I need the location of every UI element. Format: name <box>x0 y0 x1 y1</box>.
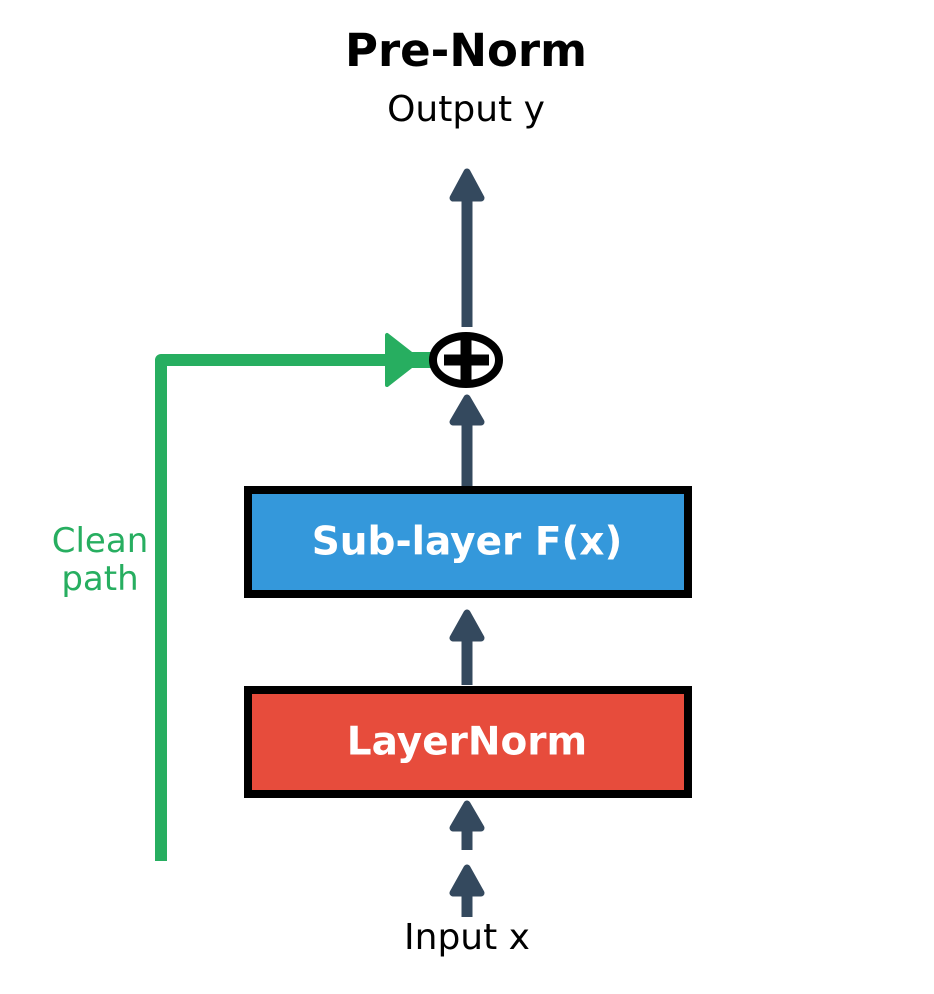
input-label: Input x <box>404 917 530 958</box>
clean-path <box>155 333 435 861</box>
layernorm-label: LayerNorm <box>347 720 587 765</box>
arrow-sublayer-to-add <box>449 394 485 486</box>
clean-path-arrowhead <box>385 333 421 387</box>
clean-path-label-line2: path <box>61 559 138 599</box>
clean-path-label-line1: Clean <box>52 521 149 561</box>
clean-path-label: Clean path <box>52 521 149 599</box>
arrow-layernorm-to-sublayer <box>449 609 485 685</box>
layernorm-rect <box>244 686 692 798</box>
output-label: Output y <box>387 89 545 130</box>
arrow-head <box>449 864 485 897</box>
sublayer-box: Sub-layer F(x) <box>244 486 692 598</box>
clean-path-arrow-neck <box>404 352 435 368</box>
arrow-head <box>449 168 485 202</box>
arrow-head <box>449 609 485 642</box>
plus-icon <box>444 338 489 383</box>
sublayer-rect <box>244 486 692 598</box>
arrow-input-to-layernorm-upper <box>449 800 485 850</box>
arrow-head <box>449 394 485 426</box>
clean-path-line <box>155 354 400 861</box>
layernorm-box: LayerNorm <box>244 686 692 798</box>
arrow-head <box>449 800 485 832</box>
diagram-title: Pre-Norm <box>345 24 587 77</box>
residual-add-node <box>429 332 503 388</box>
arrow-add-to-output <box>449 168 485 327</box>
arrow-input-to-layernorm-lower <box>449 864 485 917</box>
sublayer-label: Sub-layer F(x) <box>312 520 623 565</box>
